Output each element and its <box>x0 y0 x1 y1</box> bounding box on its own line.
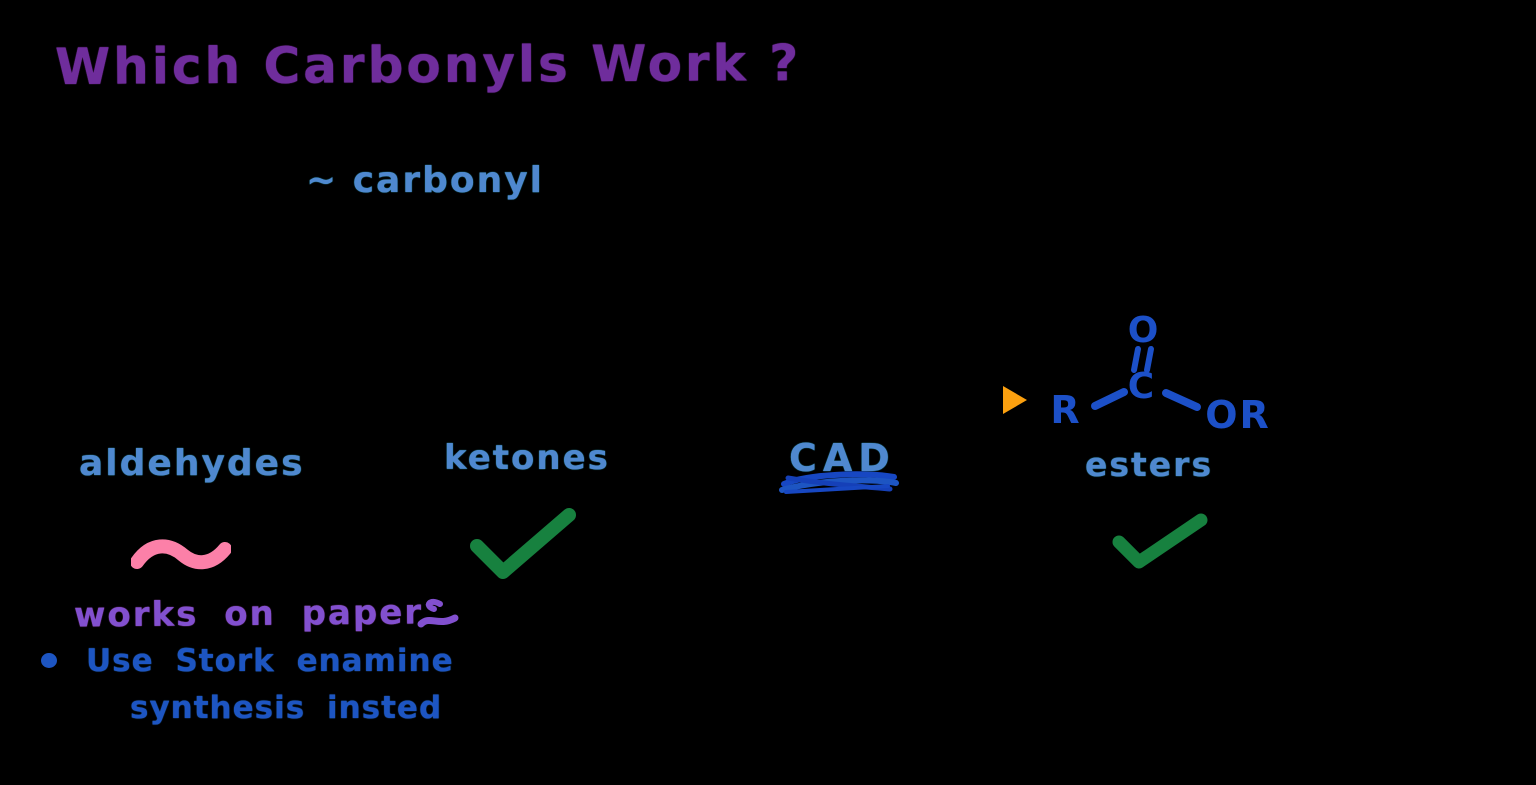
check-icon <box>1112 513 1208 569</box>
bond-lines <box>1091 346 1201 411</box>
works-on-paper-note: works on paper <box>73 592 424 636</box>
or-group: OR <box>1205 393 1271 437</box>
label-aldehydes: aldehydes <box>79 443 305 484</box>
carbonyl-oxygen-atom: O <box>1128 310 1159 351</box>
check-icon <box>470 508 576 579</box>
scribble-underline-icon <box>779 471 899 494</box>
carbonyl-carbon-atom: C <box>1128 366 1154 407</box>
stork-note-line2: synthesis insted <box>130 690 443 726</box>
stork-note-line1: Use Stork enamine <box>86 643 454 679</box>
label-esters: esters <box>1085 445 1214 484</box>
ester-structure: O C R OR <box>1050 310 1271 437</box>
page-title: Which Carbonyls Work ? <box>54 34 802 96</box>
bullet-dot <box>41 653 57 668</box>
label-ketones: ketones <box>444 438 610 478</box>
r-group: R <box>1050 388 1079 432</box>
carbonyl-annotation: ~ carbonyl <box>306 160 545 201</box>
right-arrow-icon <box>951 386 1027 414</box>
squiggle-underline-icon <box>131 539 231 570</box>
squiggle-mark-icon <box>417 598 459 628</box>
